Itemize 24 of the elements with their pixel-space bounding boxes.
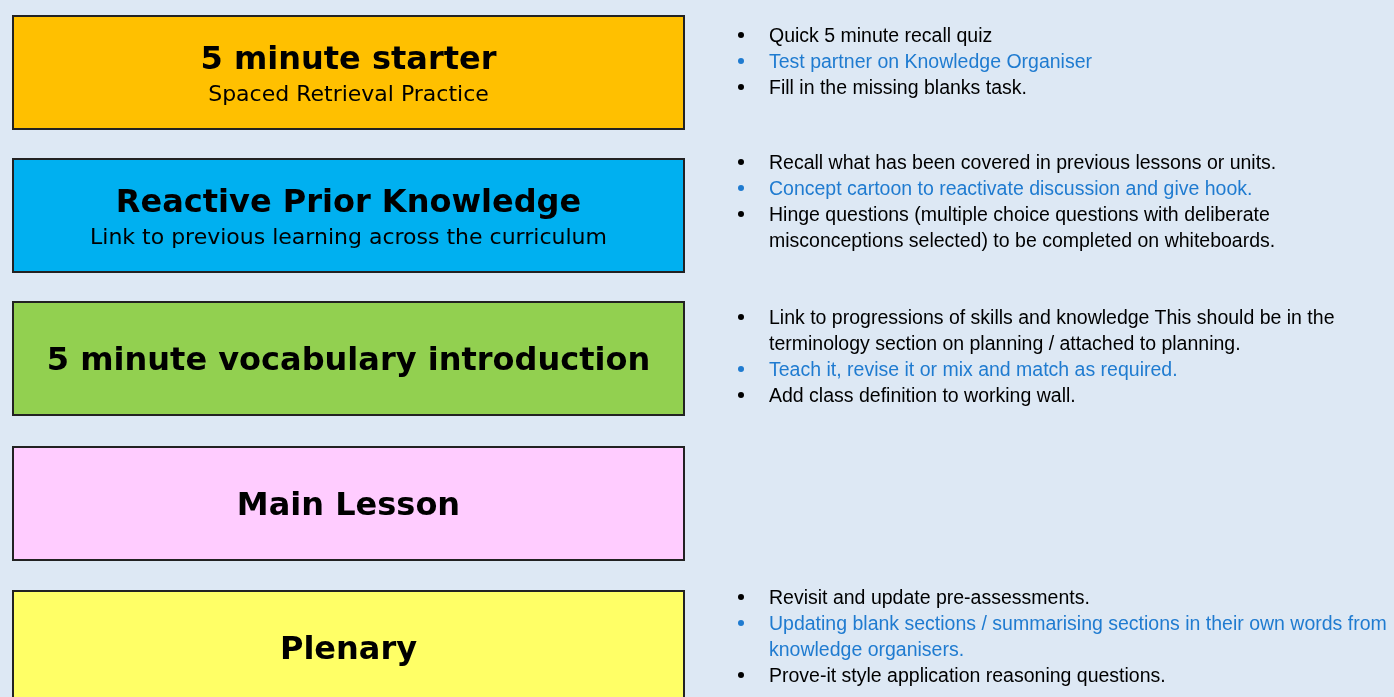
- stage-heading: 5 minute starter: [200, 39, 497, 77]
- stage-heading: 5 minute vocabulary introduction: [46, 339, 651, 378]
- stage-box: [12, 590, 685, 697]
- stage-box: [12, 15, 685, 130]
- stage-box: [12, 158, 685, 273]
- stage-box: [12, 446, 685, 561]
- bullet-point: Updating blank sections / summarising sections in their own words from knowledge organisers.: [769, 612, 1387, 660]
- bullet-point: Prove-it style application reasoning questions.: [769, 664, 1166, 686]
- bullet-point: Revisit and update pre-assessments.: [769, 586, 1090, 608]
- bullet-point: Teach it, revise it or mix and match as required.: [769, 358, 1178, 380]
- bullet-point: Fill in the missing blanks task.: [769, 76, 1027, 98]
- bullet-point: Quick 5 minute recall quiz: [769, 24, 993, 46]
- stage-heading: Main Lesson: [236, 484, 461, 523]
- stage-subheading: Link to previous learning across the curriculum: [90, 224, 607, 249]
- bullet-point: Concept cartoon to reactivate discussion and give hook.: [769, 177, 1253, 199]
- bullet-point: Link to progressions of skills and knowledge This should be in the terminology section on planning / attached to planning.: [769, 306, 1335, 354]
- bullet-point: Hinge questions (multiple choice questions with deliberate misconceptions selected) to be completed on whiteboards.: [769, 203, 1276, 251]
- bullet-point: Recall what has been covered in previous lessons or units.: [769, 151, 1277, 173]
- stage-box: [12, 301, 685, 416]
- stage-heading: Plenary: [279, 628, 418, 667]
- stage-subheading: Spaced Retrieval Practice: [208, 81, 489, 106]
- bullet-point: Add class definition to working wall.: [769, 384, 1076, 406]
- bullet-point: Test partner on Knowledge Organiser: [769, 50, 1093, 72]
- stage-heading: Reactive Prior Knowledge: [115, 182, 582, 220]
